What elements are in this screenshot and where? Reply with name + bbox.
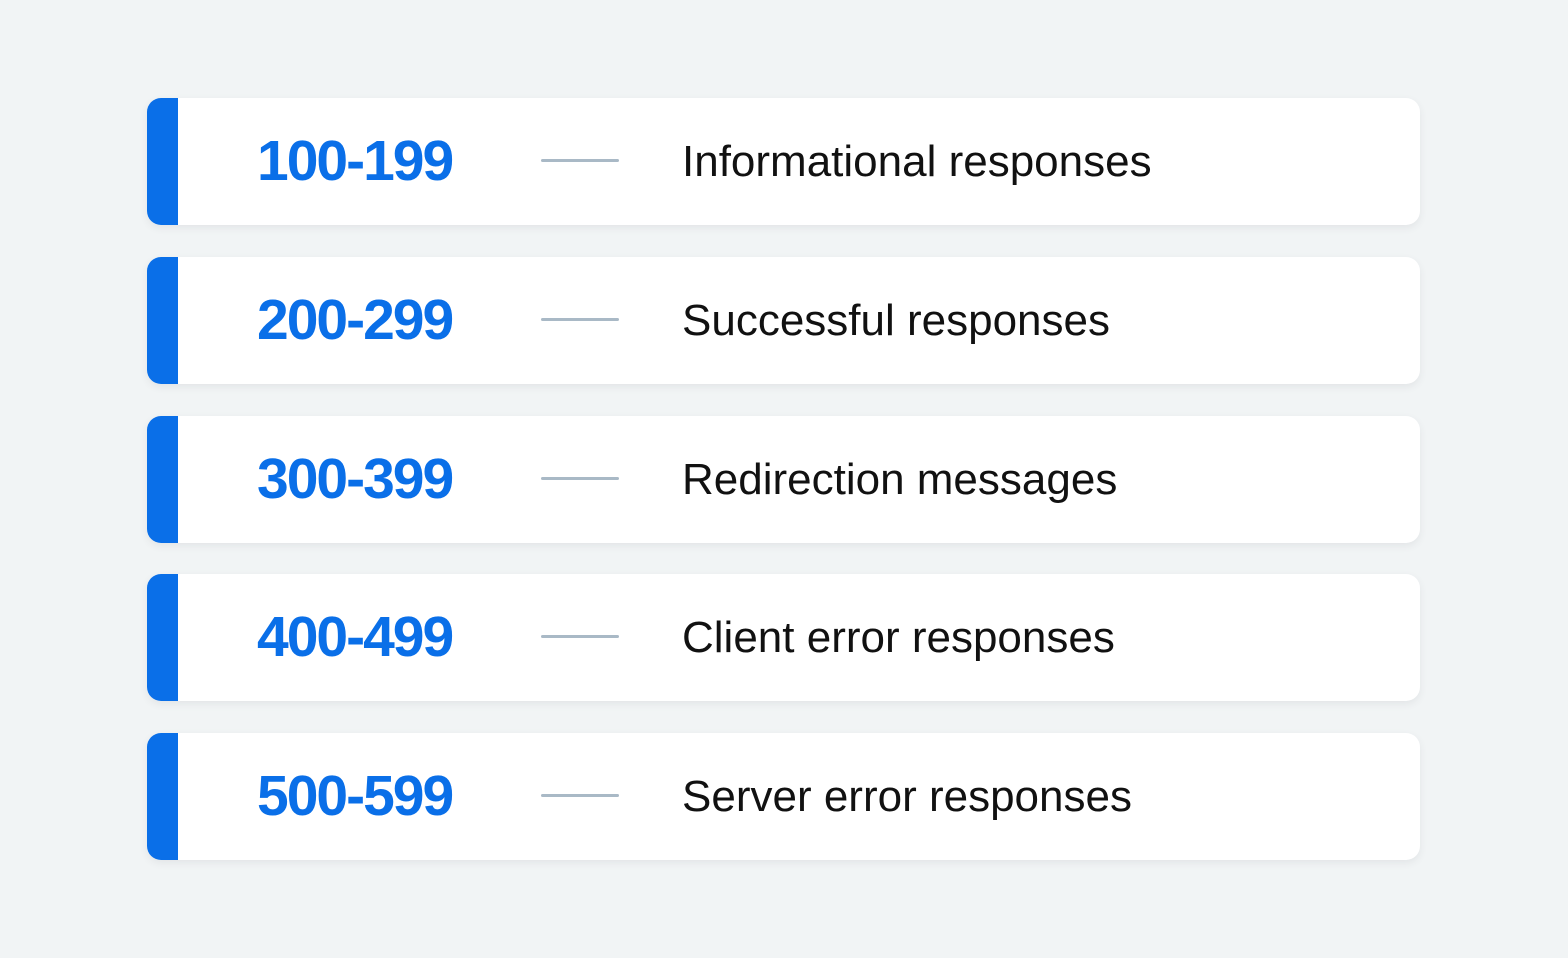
accent-bar: [147, 733, 178, 860]
status-description: Client error responses: [682, 613, 1115, 662]
status-code-range: 200-299: [257, 288, 454, 352]
status-row-3xx: 300-399 Redirection messages: [147, 416, 1420, 543]
connector-line: [541, 794, 619, 797]
status-description: Server error responses: [682, 772, 1132, 821]
status-code-range: 500-599: [257, 764, 454, 828]
accent-bar: [147, 98, 178, 225]
status-code-range: 300-399: [257, 447, 454, 511]
connector-line: [541, 318, 619, 321]
status-row-4xx: 400-499 Client error responses: [147, 574, 1420, 701]
status-description: Redirection messages: [682, 455, 1118, 504]
connector-line: [541, 159, 619, 162]
status-row-5xx: 500-599 Server error responses: [147, 733, 1420, 860]
accent-bar: [147, 416, 178, 543]
accent-bar: [147, 574, 178, 701]
connector-line: [541, 635, 619, 638]
status-code-range: 100-199: [257, 129, 454, 193]
status-row-1xx: 100-199 Informational responses: [147, 98, 1420, 225]
status-row-2xx: 200-299 Successful responses: [147, 257, 1420, 384]
accent-bar: [147, 257, 178, 384]
status-description: Informational responses: [682, 137, 1152, 186]
status-description: Successful responses: [682, 296, 1110, 345]
status-code-range: 400-499: [257, 605, 454, 669]
connector-line: [541, 477, 619, 480]
